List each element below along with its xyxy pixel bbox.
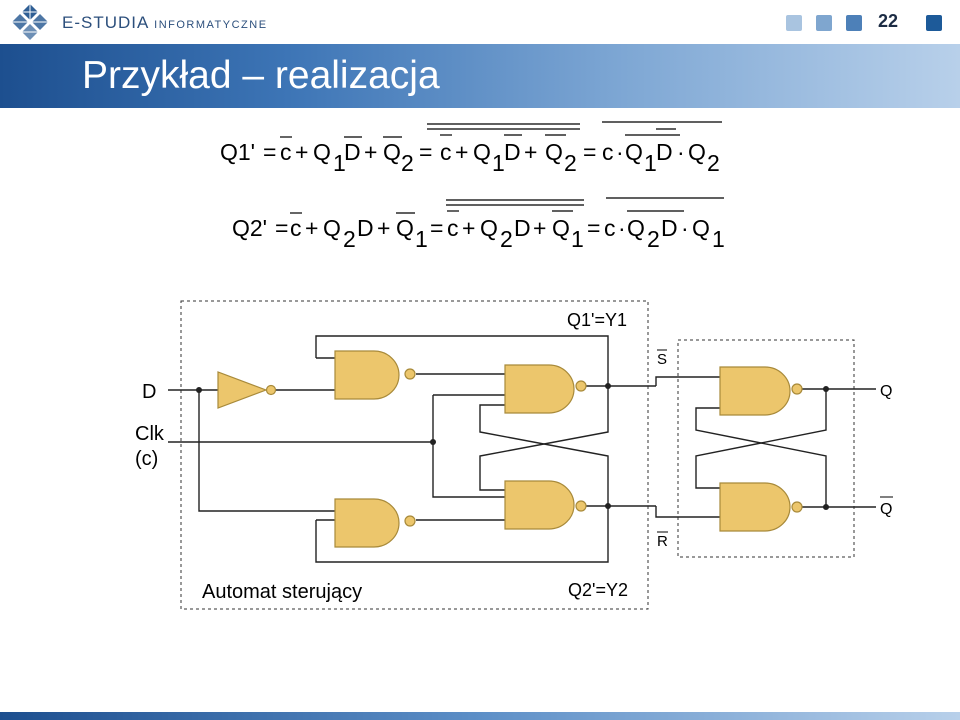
title-bar: Przykład – realizacja [0, 44, 960, 108]
eq1-t2b: D [344, 139, 361, 165]
footer-bar [0, 712, 960, 720]
eq1-v4s: 2 [707, 150, 720, 176]
brand-name: E-STUDIA INFORMATYCZNE [62, 13, 268, 33]
eq2-u3s: 1 [571, 226, 584, 252]
eq1-u2s: 1 [492, 150, 505, 176]
inverter-gate [217, 371, 277, 409]
eq2-t2a: Q [323, 215, 341, 241]
output-qbar-label: Q [880, 501, 892, 518]
eq2-lhs: Q2' [232, 215, 267, 241]
eq1-plus-4: + [524, 139, 537, 165]
nand-gate-rs-top [719, 366, 803, 416]
eq1-t2a: Q [313, 139, 331, 165]
eq2-t2b: D [357, 215, 374, 241]
eq2-t2s: 2 [343, 226, 356, 252]
circuit-wires [168, 335, 876, 563]
eq1-v3: D [656, 139, 673, 165]
eq1-t1: c [280, 139, 292, 165]
eq2-v3: D [661, 215, 678, 241]
eq2-v4: Q [692, 215, 710, 241]
nand-gate-rs-bottom [719, 482, 803, 532]
slide-number: 22 [877, 11, 899, 31]
nand-gate-top-mid [504, 364, 587, 414]
eq2-dot-2: · [681, 215, 689, 241]
rs-flipflop-frame [677, 339, 855, 558]
eq2-v2: Q [627, 215, 645, 241]
y1-label: Q1'=Y1 [567, 310, 627, 330]
eq1-dot-2: · [677, 139, 685, 165]
input-d-label: D [142, 381, 156, 403]
eq1-u3s: 2 [564, 150, 577, 176]
eq1-u3: Q [545, 139, 563, 165]
eq1-dot-1: · [616, 139, 624, 165]
eq2-equals-1: = [275, 215, 288, 241]
eq1-t3: Q [383, 139, 401, 165]
brand-sub: INFORMATYCZNE [154, 19, 268, 31]
eq1-v4: Q [688, 139, 706, 165]
eq2-plus-2: + [377, 215, 390, 241]
brand-main: E-STUDIA [62, 13, 149, 32]
eq1-plus-2: + [364, 139, 377, 165]
input-clk-label: Clk [135, 423, 165, 445]
eq1-equals-1: = [263, 139, 276, 165]
circuit-labels: D Clk (c) Q1'=Y1 Q2'=Y2 S R Q Q Automat … [135, 310, 893, 603]
s-label: S [657, 351, 667, 368]
eq2-u2b: D [514, 215, 531, 241]
nand-gate-bottom-left [334, 498, 416, 548]
eq1-t2s: 1 [333, 150, 346, 176]
nav-square-4[interactable] [926, 15, 942, 31]
eq2-dot-1: · [618, 215, 626, 241]
eq2-v1: c [604, 215, 616, 241]
eq2-equals-3: = [587, 215, 600, 241]
eq1-plus-3: + [455, 139, 468, 165]
eq2-equals-2: = [430, 215, 443, 241]
eq2-plus-1: + [305, 215, 318, 241]
eq1-plus-1: + [295, 139, 308, 165]
eq1-overbars [280, 121, 722, 138]
eq2-u1: c [447, 215, 459, 241]
eq1-u2a: Q [473, 139, 491, 165]
header-bar: E-STUDIA INFORMATYCZNE 22 [0, 0, 960, 44]
eq1-u1: c [440, 139, 452, 165]
eq2-v4s: 1 [712, 226, 725, 252]
eq1-equals-2: = [419, 139, 432, 165]
eq2-plus-3: + [462, 215, 475, 241]
control-automaton-frame [180, 300, 649, 610]
eq2-plus-4: + [533, 215, 546, 241]
nav-square-3[interactable] [846, 15, 862, 31]
eq1-v2s: 1 [644, 150, 657, 176]
nav-square-1[interactable] [786, 15, 802, 31]
eq2-u2s: 2 [500, 226, 513, 252]
equation-2: Q2' = c + Q 2 D + Q 1 = c + Q 2 D + Q 1 … [232, 197, 725, 252]
nav-square-2[interactable] [816, 15, 832, 31]
eq2-t1: c [290, 215, 302, 241]
eq1-v2: Q [625, 139, 643, 165]
slide-title: Przykład – realizacja [82, 54, 440, 97]
eq2-u2a: Q [480, 215, 498, 241]
eq1-v1: c [602, 139, 614, 165]
eq1-t3s: 2 [401, 150, 414, 176]
eq2-t3s: 1 [415, 226, 428, 252]
eq1-lhs: Q1' [220, 139, 255, 165]
eq2-overbars [290, 197, 724, 214]
junction-dots [196, 383, 829, 510]
equation-1: Q1' = c + Q 1 D + Q 2 = c + Q 1 D + Q 2 … [220, 121, 722, 176]
eq2-u3: Q [552, 215, 570, 241]
logic-circuit: D Clk (c) Q1'=Y1 Q2'=Y2 S R Q Q Automat … [135, 300, 893, 610]
output-q-label: Q [880, 383, 892, 400]
e-studia-logo-icon [12, 4, 48, 40]
input-c-label: (c) [135, 448, 158, 470]
r-label: R [657, 533, 668, 550]
eq2-v2s: 2 [647, 226, 660, 252]
automaton-label: Automat sterujący [202, 581, 362, 603]
nand-gate-bottom-mid [504, 480, 587, 530]
nand-gate-top-left [334, 350, 416, 400]
eq1-equals-3: = [583, 139, 596, 165]
eq1-u2b: D [504, 139, 521, 165]
y2-label: Q2'=Y2 [568, 580, 628, 600]
eq2-t3: Q [396, 215, 414, 241]
